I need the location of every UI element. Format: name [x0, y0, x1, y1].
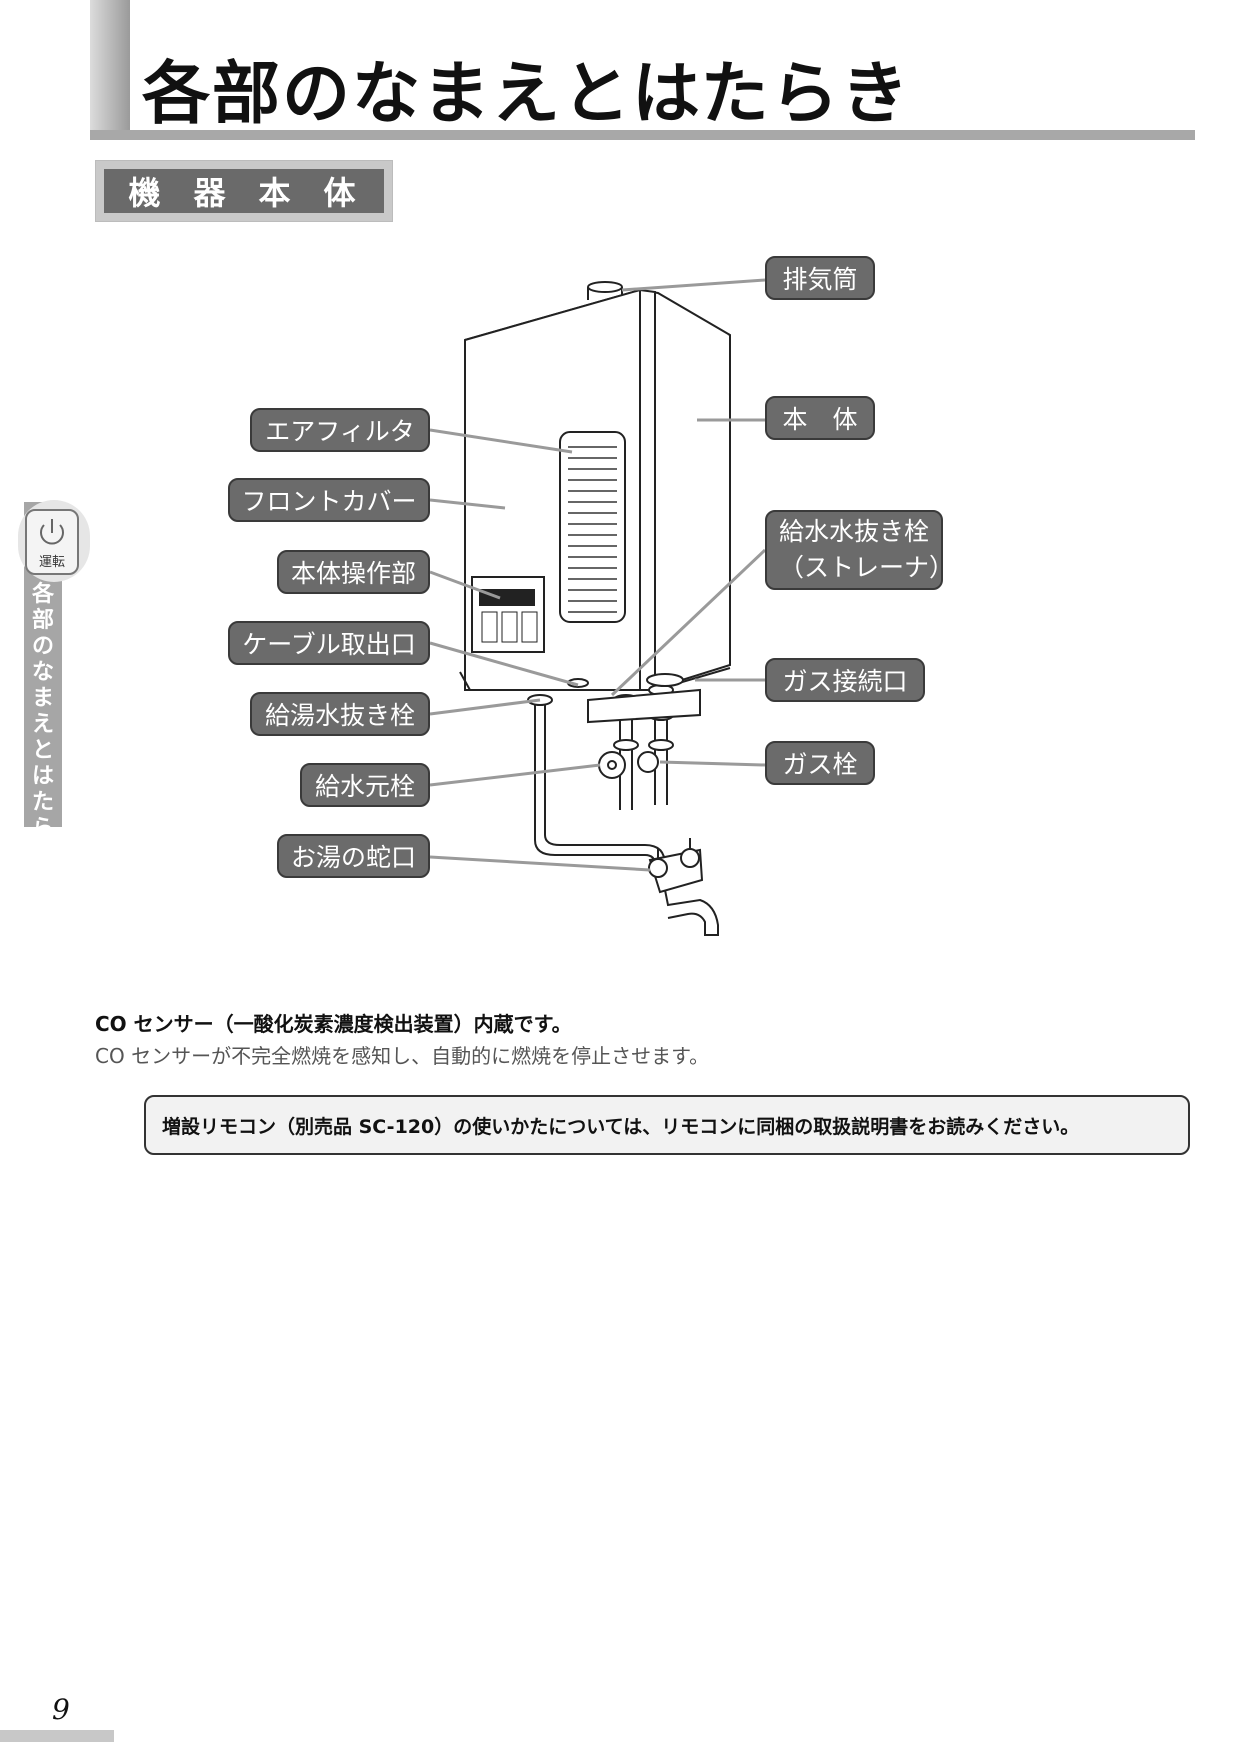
- title-accent-bar: [90, 0, 130, 140]
- leader-control-panel: [429, 570, 501, 600]
- leader-front-cover: [429, 498, 506, 510]
- co-sensor-heading: CO センサー（一酸化炭素濃度検出装置）内蔵です。: [95, 1012, 572, 1036]
- leader-water-main: [429, 763, 601, 787]
- side-chapter-tab-text: 各部のなまえとはたらき: [31, 582, 54, 867]
- callout-water-main-valve: 給水元栓: [300, 763, 430, 807]
- section-label: 機 器 本 体: [95, 160, 393, 222]
- leader-air-filter: [429, 428, 573, 454]
- section-label-char: 体: [323, 174, 360, 212]
- section-label-char: 機: [128, 174, 165, 212]
- water-main-valve-wheel: [598, 751, 626, 779]
- leader-exhaust: [621, 278, 766, 292]
- callout-supply-drain-line1: 給水水抜き栓: [779, 517, 930, 546]
- callout-gas-valve: ガス栓: [765, 741, 875, 785]
- remote-note-text: 増設リモコン（別売品 SC-120）の使いかたについては、リモコンに同梱の取扱説…: [162, 1115, 1080, 1138]
- callout-air-filter: エアフィルタ: [250, 408, 430, 452]
- power-button-icon-label: 運転: [38, 555, 65, 570]
- callout-supply-drain-line2: （ストレーナ）: [779, 553, 955, 582]
- callout-gas-connection: ガス接続口: [765, 658, 925, 702]
- heater-side-panel: [649, 298, 731, 692]
- callout-hot-drain: 給湯水抜き栓: [250, 692, 430, 736]
- power-button-icon: 運転: [25, 509, 79, 575]
- mounting-bracket: [587, 688, 701, 724]
- side-icon-wrap: 運転: [18, 500, 90, 582]
- page-number: 9: [52, 1693, 70, 1726]
- gas-valve-knob: [637, 751, 659, 773]
- control-panel-shape: [471, 576, 545, 653]
- callout-body: 本 体: [765, 396, 875, 440]
- hot-water-pipe: [534, 698, 546, 812]
- grille-slats: [568, 446, 617, 613]
- water-heater-diagram: [429, 278, 767, 936]
- leader-cable-outlet: [429, 641, 579, 687]
- callout-control-panel: 本体操作部: [277, 550, 430, 594]
- leader-hot-drain: [429, 698, 541, 716]
- co-sensor-body: CO センサーが不完全燃焼を感知し、自動的に燃焼を停止させます。: [95, 1044, 710, 1068]
- air-filter-grille: [559, 431, 626, 623]
- callout-front-cover: フロントカバー: [228, 478, 430, 522]
- leader-hot-tap: [429, 855, 651, 872]
- remote-note-box: 増設リモコン（別売品 SC-120）の使いかたについては、リモコンに同梱の取扱説…: [144, 1095, 1190, 1155]
- callout-exhaust-pipe: 排気筒: [765, 256, 875, 300]
- section-label-char: 本: [258, 174, 295, 212]
- section-label-inner: 機 器 本 体: [104, 169, 384, 213]
- leader-supply-drain: [610, 548, 767, 697]
- page-title: 各部のなまえとはたらき: [142, 55, 911, 134]
- control-panel-display: [479, 589, 535, 606]
- callout-supply-drain: 給水水抜き栓 （ストレーナ）: [765, 510, 954, 590]
- callout-hot-tap: お湯の蛇口: [277, 834, 430, 878]
- section-label-char: 器: [193, 174, 230, 212]
- title-underline: [90, 130, 1195, 140]
- footer-bar: [0, 1730, 114, 1742]
- callout-cable-outlet: ケーブル取出口: [228, 621, 430, 665]
- heater-bottom-base: [459, 667, 731, 691]
- exhaust-pipe-shape: [587, 281, 623, 293]
- leader-gas-valve: [659, 760, 766, 767]
